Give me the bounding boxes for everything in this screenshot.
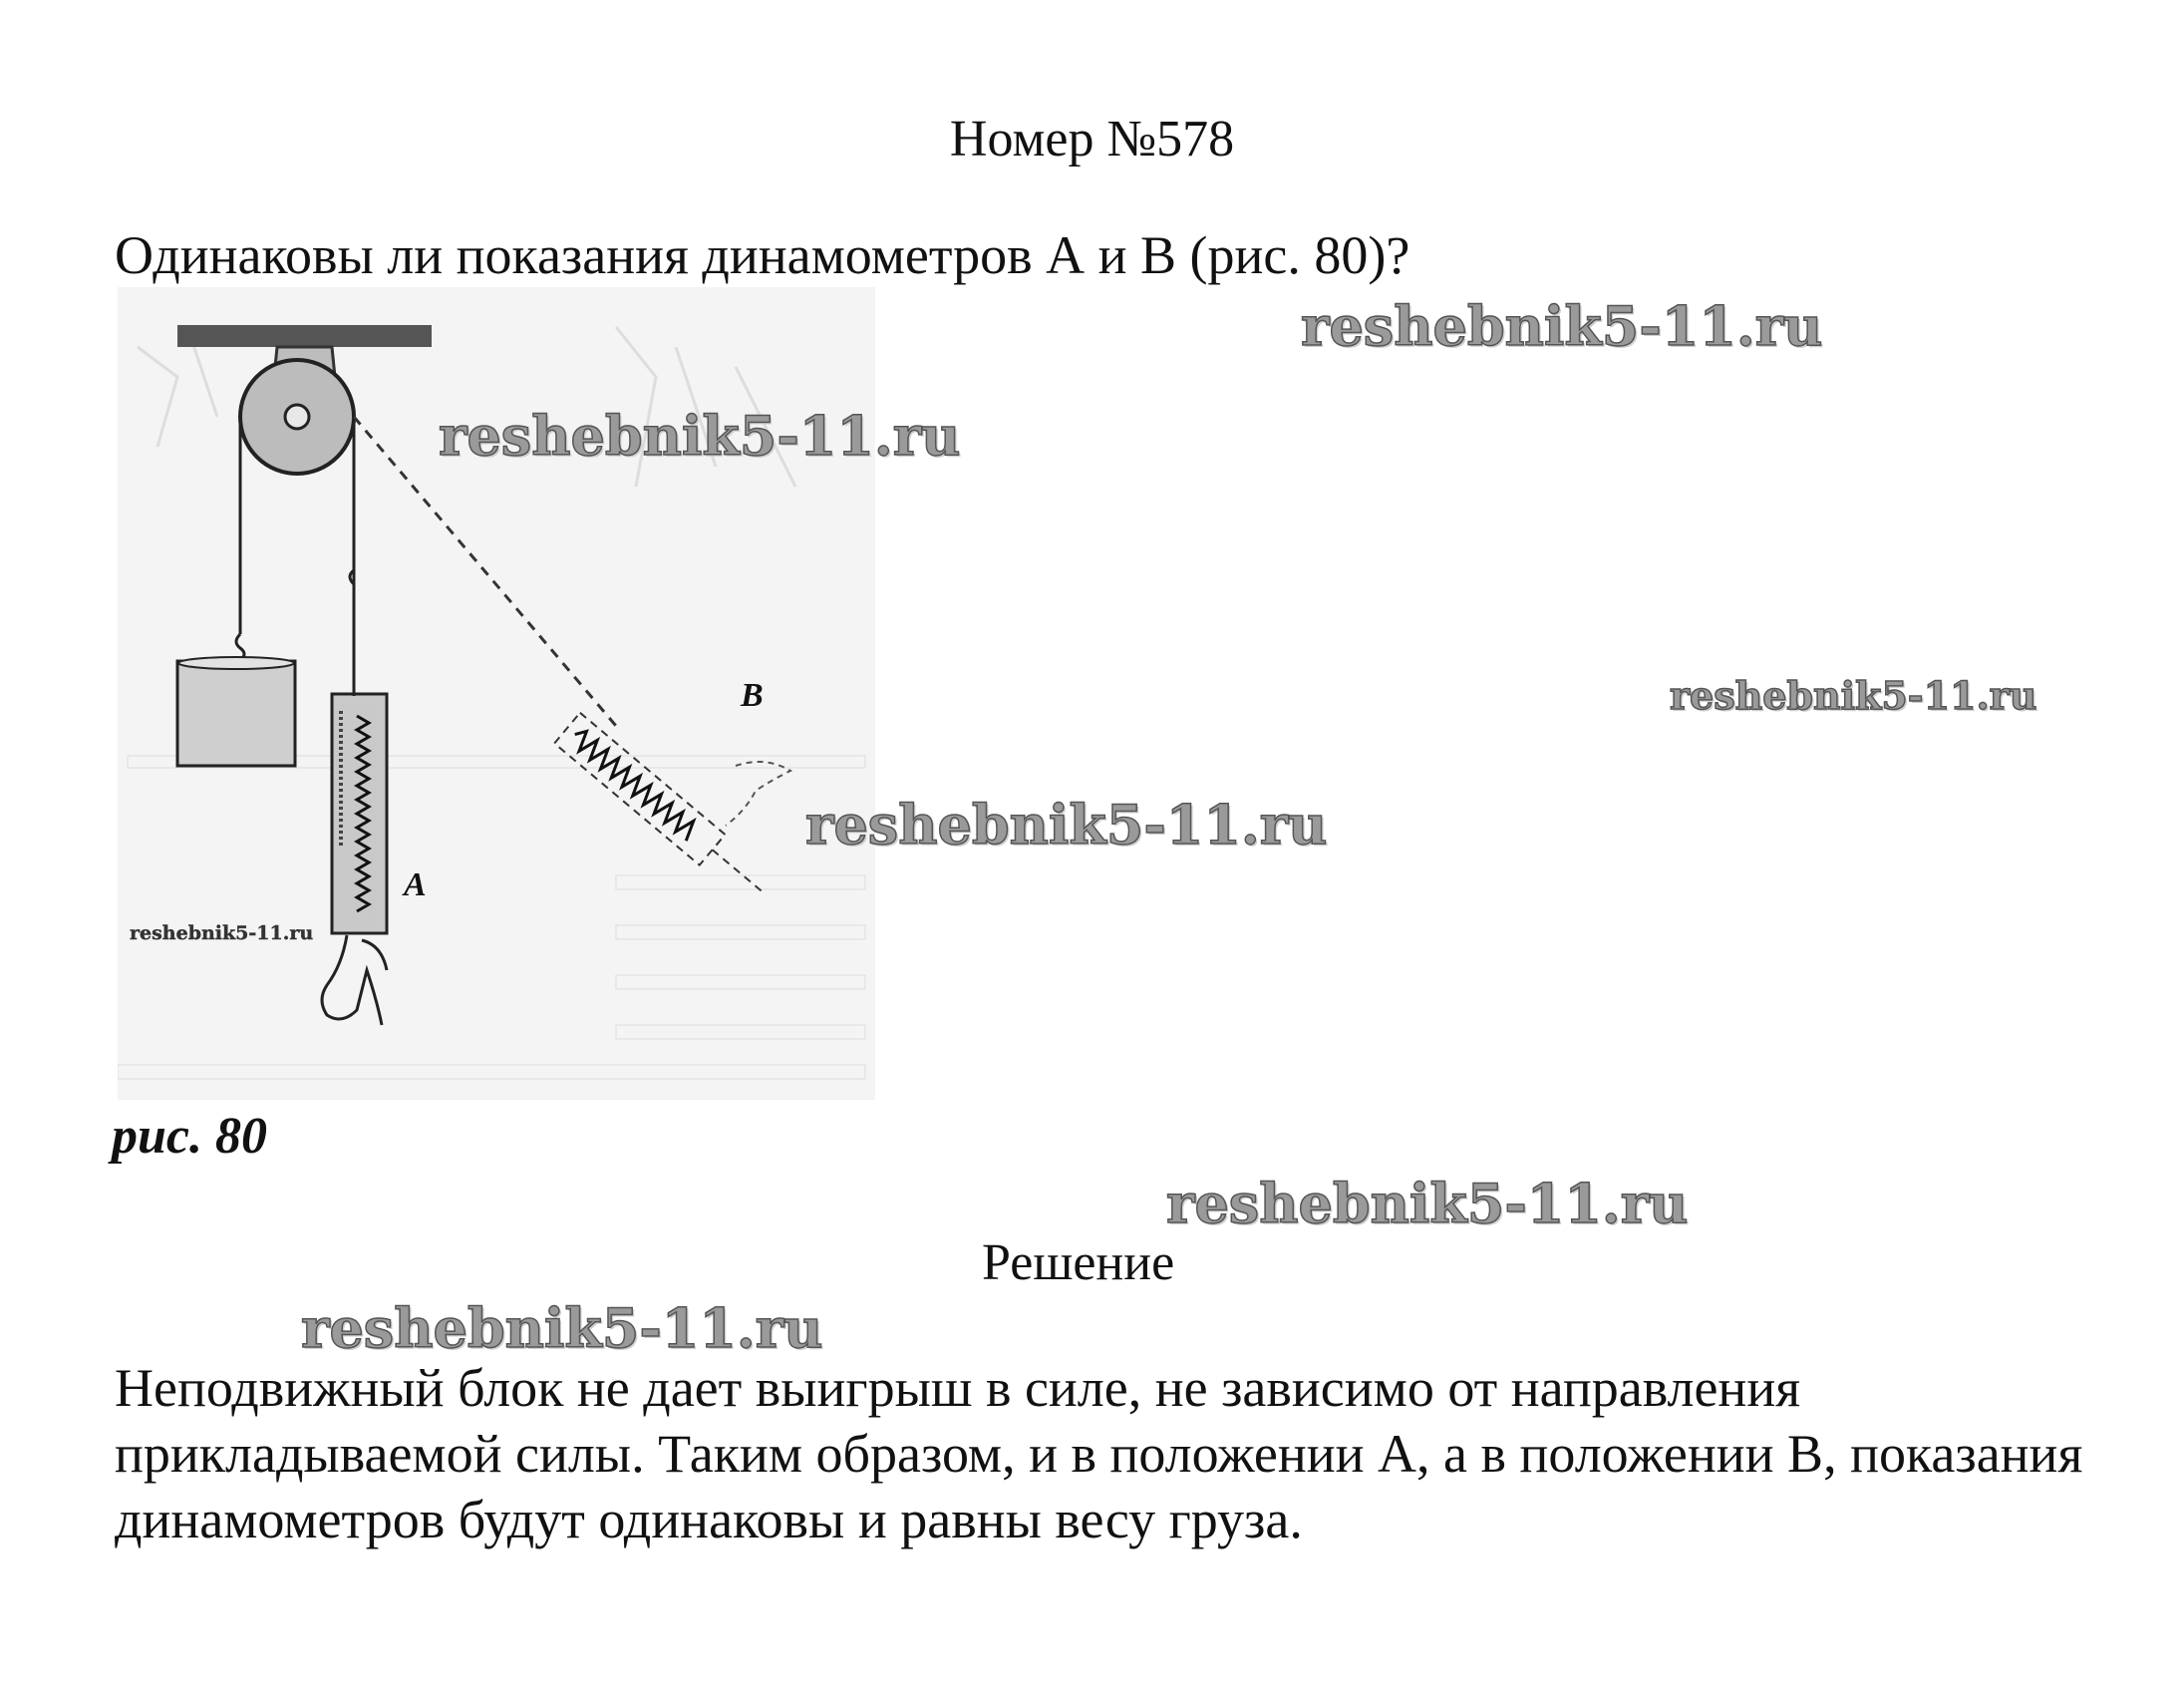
watermark: reshebnik5-11.ru <box>1300 293 1823 359</box>
watermark: reshebnik5-11.ru <box>1669 672 2037 719</box>
weight-block <box>175 659 297 768</box>
label-a: A <box>402 866 427 903</box>
watermark: reshebnik5-11.ru <box>300 1295 823 1361</box>
figure-80: A B <box>117 287 875 1100</box>
pulley-diagram: A B <box>117 287 875 1100</box>
ceiling-beam <box>177 325 432 347</box>
faded-background-print <box>117 326 866 1080</box>
dynamometer-a <box>320 584 389 1026</box>
question-text: Одинаковы ли показания динамометров А и … <box>115 225 1410 285</box>
rope-b-dashed <box>352 416 618 727</box>
watermark: reshebnik5-11.ru <box>130 922 314 944</box>
solution-text: Неподвижный блок не дает выигрыш в силе,… <box>115 1358 2083 1549</box>
watermark: reshebnik5-11.ru <box>804 792 1328 857</box>
dynamometer-b <box>552 711 767 896</box>
watermark: reshebnik5-11.ru <box>1165 1171 1689 1236</box>
pulley-axle <box>283 403 311 431</box>
figure-caption: рис. 80 <box>112 1108 267 1165</box>
hand-b <box>725 761 793 827</box>
page-title: Номер №578 <box>949 111 1235 168</box>
solution-heading: Решение <box>982 1234 1175 1291</box>
watermark: reshebnik5-11.ru <box>438 403 961 469</box>
label-b: B <box>740 677 764 714</box>
